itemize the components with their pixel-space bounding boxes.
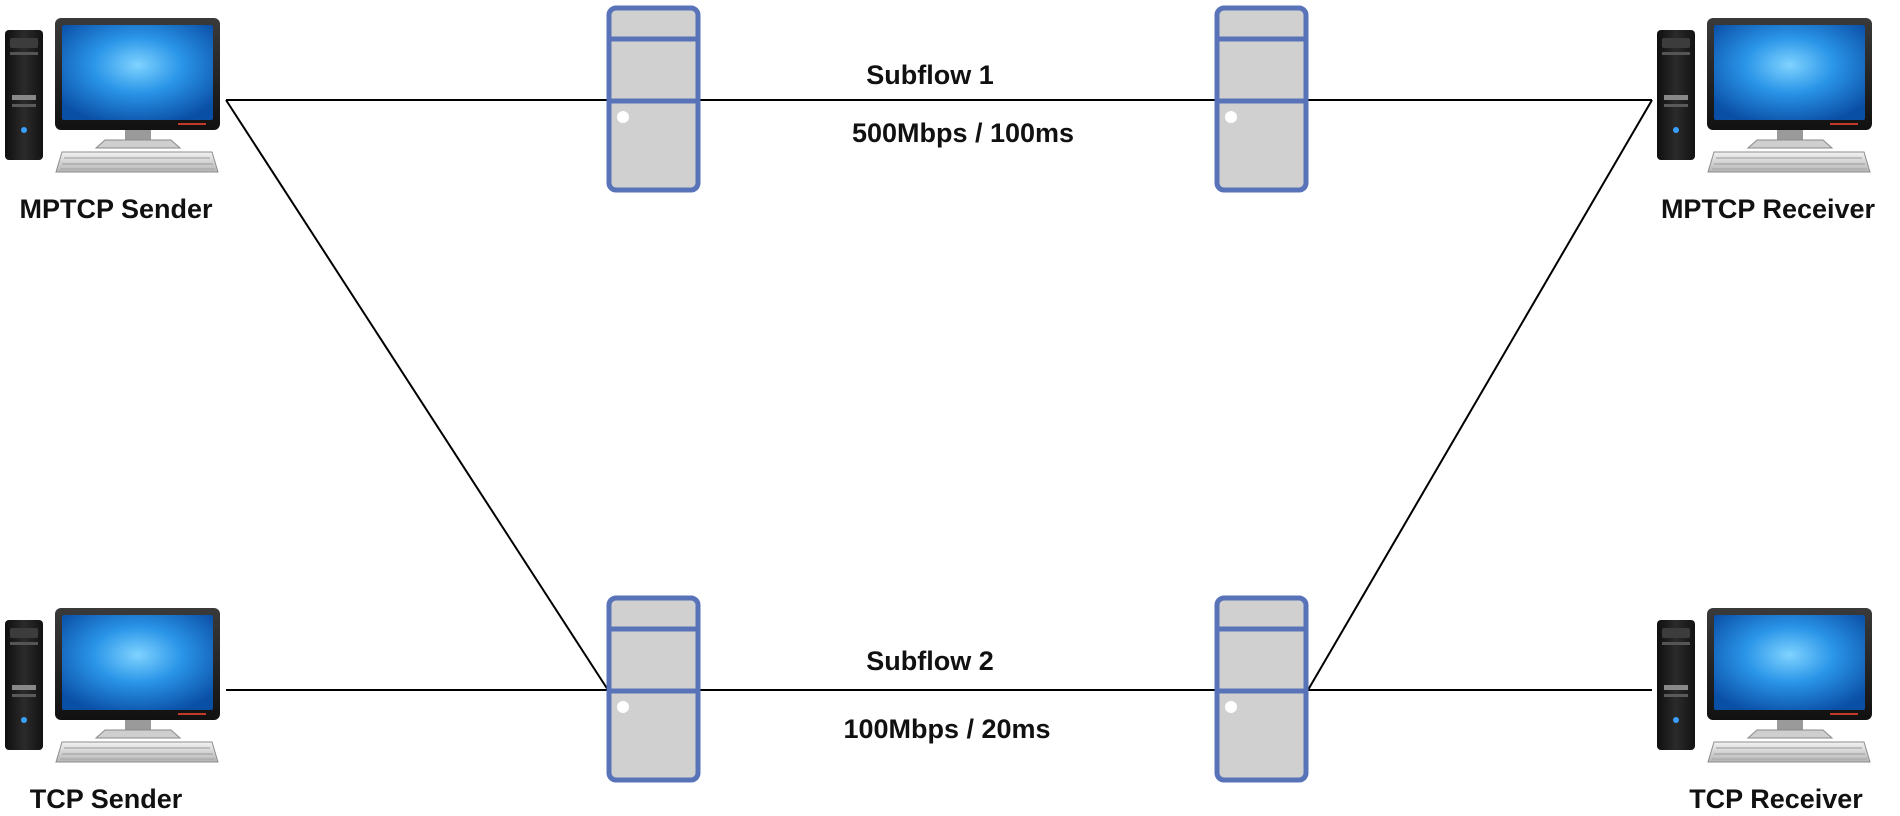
desktop-computer-icon [1656, 607, 1873, 763]
host-mptcp-sender [4, 17, 221, 173]
server-tower-icon [1217, 598, 1306, 780]
mptcp-receiver-label: MPTCP Receiver [1661, 194, 1876, 224]
desktop-computer-icon [4, 17, 221, 173]
server-tower-icon [609, 598, 698, 780]
links [225, 99, 1653, 691]
router-top-right [1217, 8, 1306, 190]
subflow1-name: Subflow 1 [866, 60, 994, 90]
link-sender-diagonal [225, 99, 609, 691]
subflow2-name: Subflow 2 [866, 646, 994, 676]
subflow1-spec: 500Mbps / 100ms [852, 118, 1074, 148]
mptcp-sender-label: MPTCP Sender [19, 194, 213, 224]
router-top-left [609, 8, 698, 190]
tcp-receiver-label: TCP Receiver [1689, 784, 1863, 814]
desktop-computer-icon [1656, 17, 1873, 173]
link-receiver-diagonal [1307, 99, 1653, 691]
subflow2-spec: 100Mbps / 20ms [843, 714, 1050, 744]
tcp-sender-label: TCP Sender [30, 784, 183, 814]
desktop-computer-icon [4, 607, 221, 763]
router-bottom-left [609, 598, 698, 780]
host-tcp-sender [4, 607, 221, 763]
host-tcp-receiver [1656, 607, 1873, 763]
server-tower-icon [609, 8, 698, 190]
server-tower-icon [1217, 8, 1306, 190]
router-bottom-right [1217, 598, 1306, 780]
host-mptcp-receiver [1656, 17, 1873, 173]
